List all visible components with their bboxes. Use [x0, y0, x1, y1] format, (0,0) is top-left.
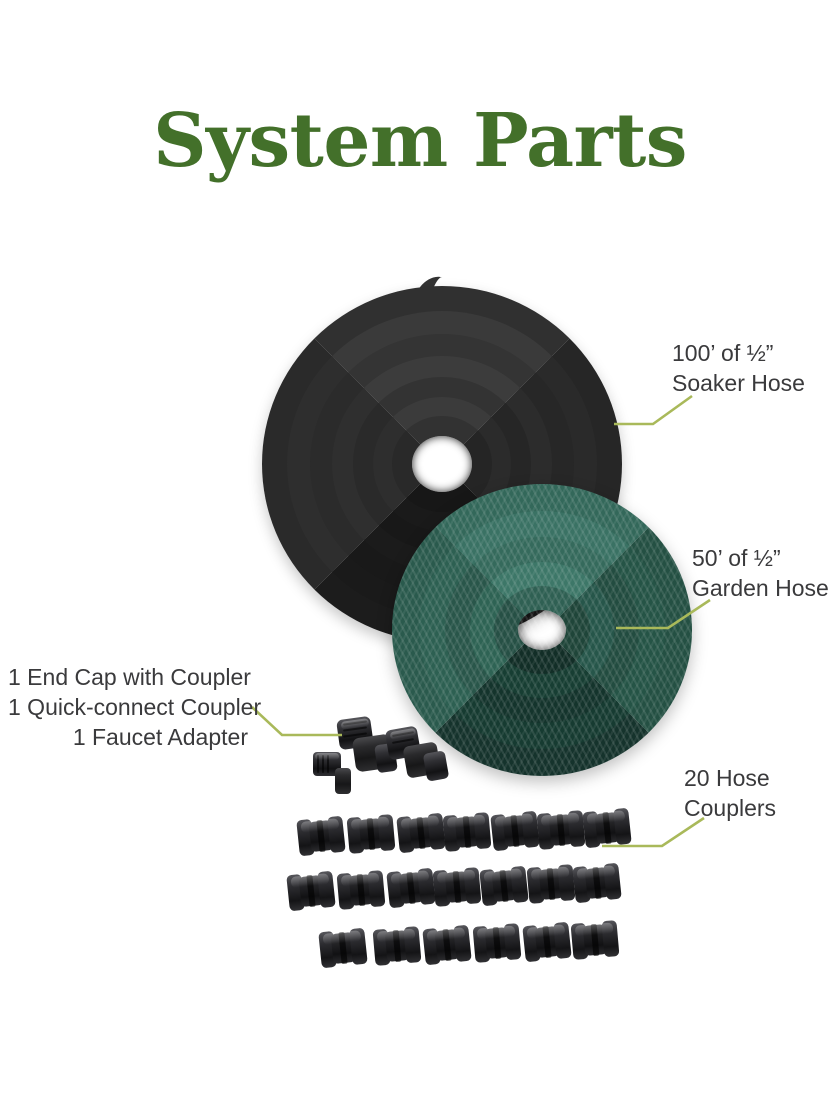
callout-couplers-line-2: Couplers [684, 795, 777, 821]
hose-coupler [490, 809, 540, 854]
callout-adapters-line-3: 1 Faucet Adapter [72, 724, 248, 750]
hose-coupler [296, 814, 346, 859]
end-cap-nut [422, 750, 450, 782]
garden-hose-turn [494, 586, 590, 674]
callout-couplers-line-1: 20 Hose [684, 765, 770, 791]
callout-garden-hose: 50’ of ½” Garden Hose [692, 543, 829, 603]
hose-coupler [318, 926, 368, 971]
callout-hose-couplers: 20 Hose Couplers [684, 763, 776, 823]
hose-coupler [570, 918, 620, 962]
callout-garden-line-1: 50’ of ½” [692, 545, 781, 571]
hose-coupler [432, 865, 482, 909]
hose-coupler [479, 864, 529, 909]
hose-coupler [472, 921, 522, 965]
hose-coupler [582, 806, 632, 851]
page-title: System Parts [153, 98, 687, 184]
hose-coupler [346, 812, 396, 856]
hose-coupler [286, 869, 336, 914]
faucet-adapter-rib [327, 755, 329, 773]
hose-coupler [526, 862, 576, 906]
faucet-adapter-stem [335, 768, 351, 794]
hose-coupler [442, 810, 492, 854]
hose-coupler [372, 924, 422, 968]
callout-garden-line-2: Garden Hose [692, 575, 829, 601]
end-cap-with-coupler-part [384, 725, 450, 786]
faucet-adapter-rib [317, 755, 319, 773]
hose-coupler [536, 808, 586, 852]
hose-coupler [386, 866, 436, 911]
callout-soaker-line-1: 100’ of ½” [672, 340, 774, 366]
hose-coupler [396, 811, 446, 856]
callout-adapters-line-1: 1 End Cap with Coupler [8, 664, 251, 690]
hose-coupler [572, 861, 622, 906]
callout-soaker-line-2: Soaker Hose [672, 370, 805, 396]
callout-adapters-line-2: 1 Quick-connect Coupler [8, 694, 262, 720]
callout-adapters: 1 End Cap with Coupler 1 Quick-connect C… [8, 662, 262, 752]
callout-soaker-hose: 100’ of ½” Soaker Hose [672, 338, 805, 398]
faucet-adapter-rib [322, 755, 324, 773]
hose-coupler [336, 868, 386, 912]
hose-coupler [422, 923, 472, 968]
hose-coupler-grid [286, 807, 632, 980]
hose-coupler [522, 920, 572, 965]
